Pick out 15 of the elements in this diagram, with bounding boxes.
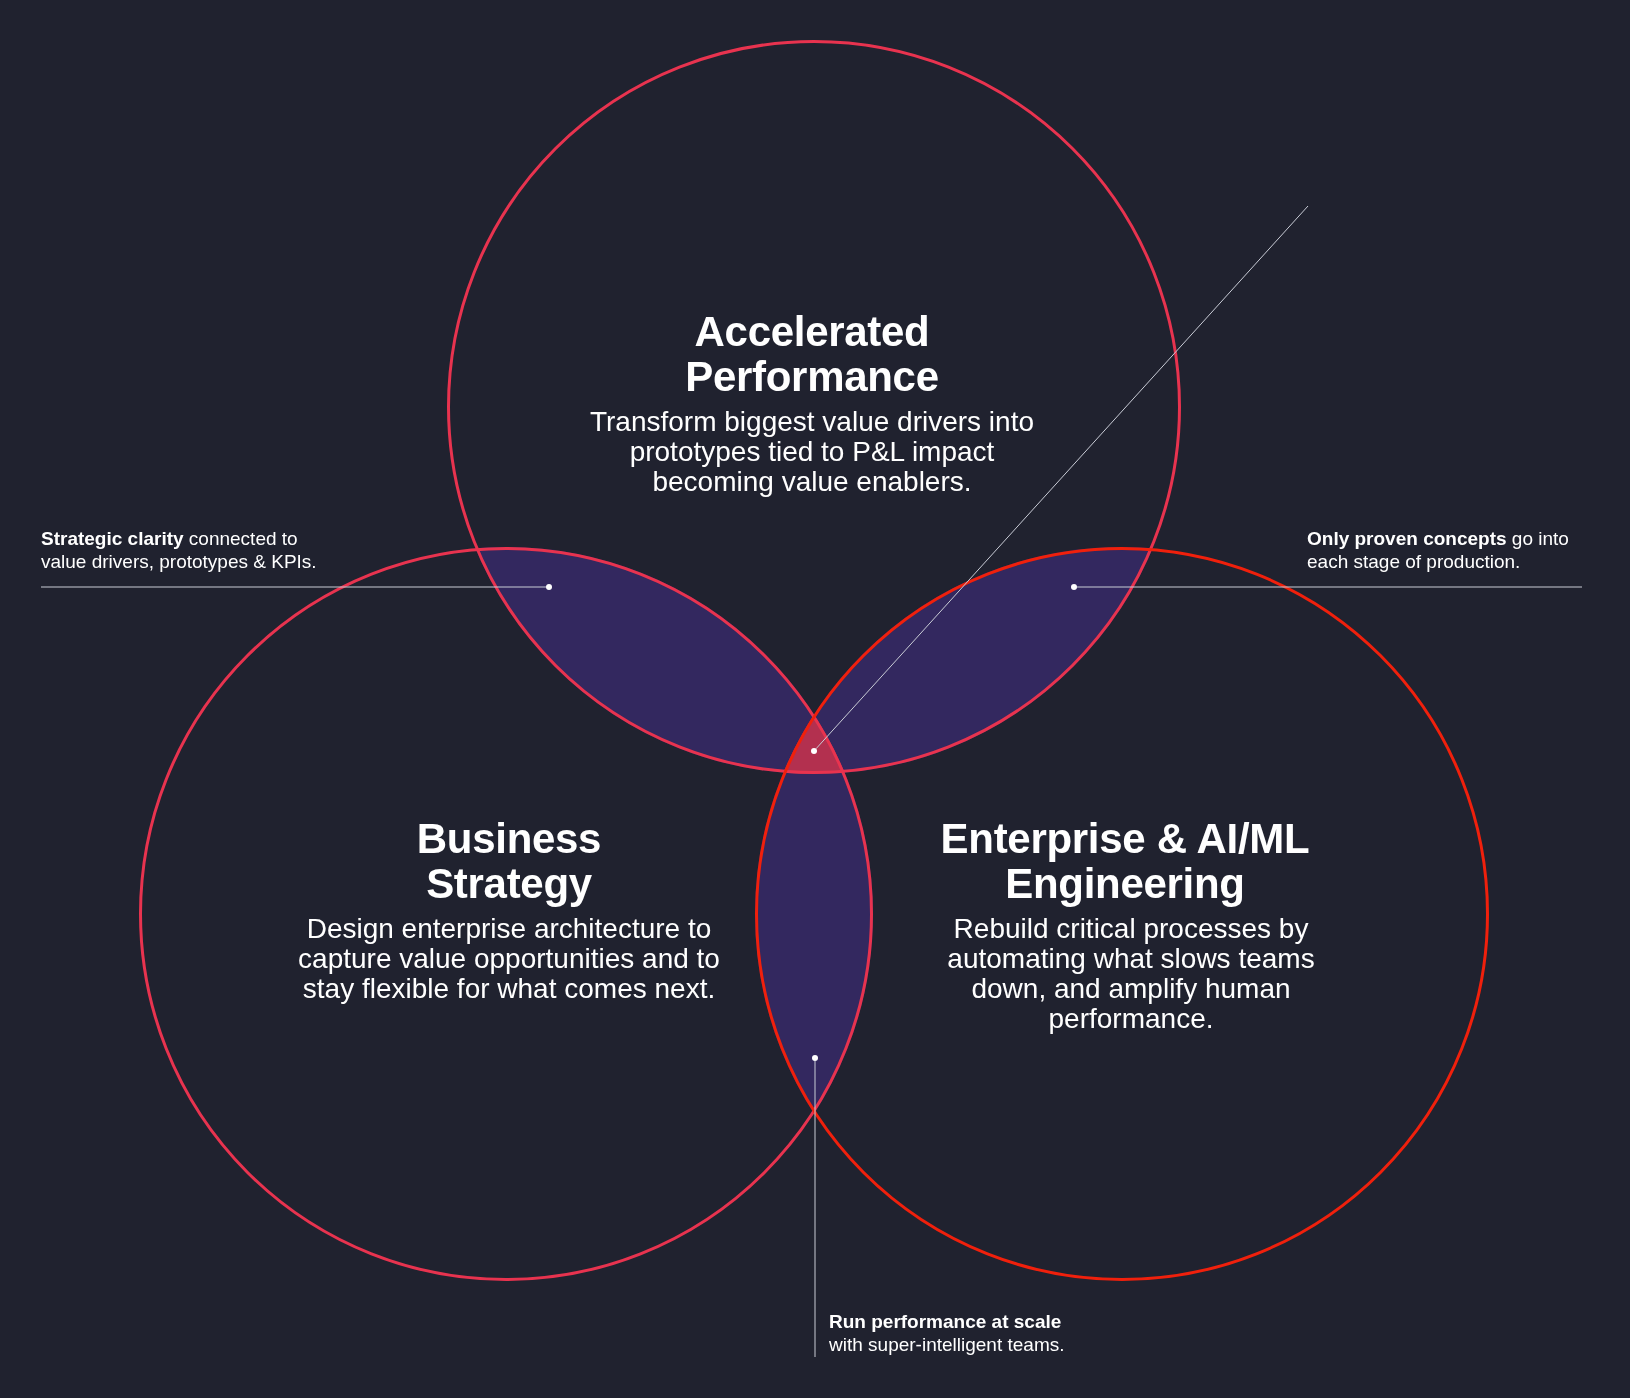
callout-text: Strategic clarity connected to value drivers, prototypes & KPIs. <box>41 527 331 573</box>
dot-icon <box>1071 584 1077 590</box>
circle-title: Business Strategy <box>415 816 603 906</box>
dot-icon <box>812 1055 818 1061</box>
dot-icon <box>811 748 817 754</box>
circle-description: Design enterprise architecture to capture value opportunities and to stay flexible for what comes next. <box>297 914 721 1004</box>
leader-line <box>814 1060 816 1358</box>
circle-description: Transform biggest value drivers into prototypes tied to P&L impact becoming value enablers. <box>588 407 1035 497</box>
circle-title: Enterprise & AI/ML Engineering <box>939 816 1311 906</box>
callout-text: Run performance at scale with super-intelligent teams. <box>829 1310 1084 1356</box>
circle-description: Rebuild critical processes by automating what slows teams down, and amplify human performance. <box>946 914 1316 1034</box>
dot-icon <box>546 584 552 590</box>
venn-circle <box>447 40 1181 774</box>
callout-text: Only proven concepts go into each stage of production. <box>1307 527 1592 573</box>
circle-title: Accelerated Performance <box>684 309 940 399</box>
